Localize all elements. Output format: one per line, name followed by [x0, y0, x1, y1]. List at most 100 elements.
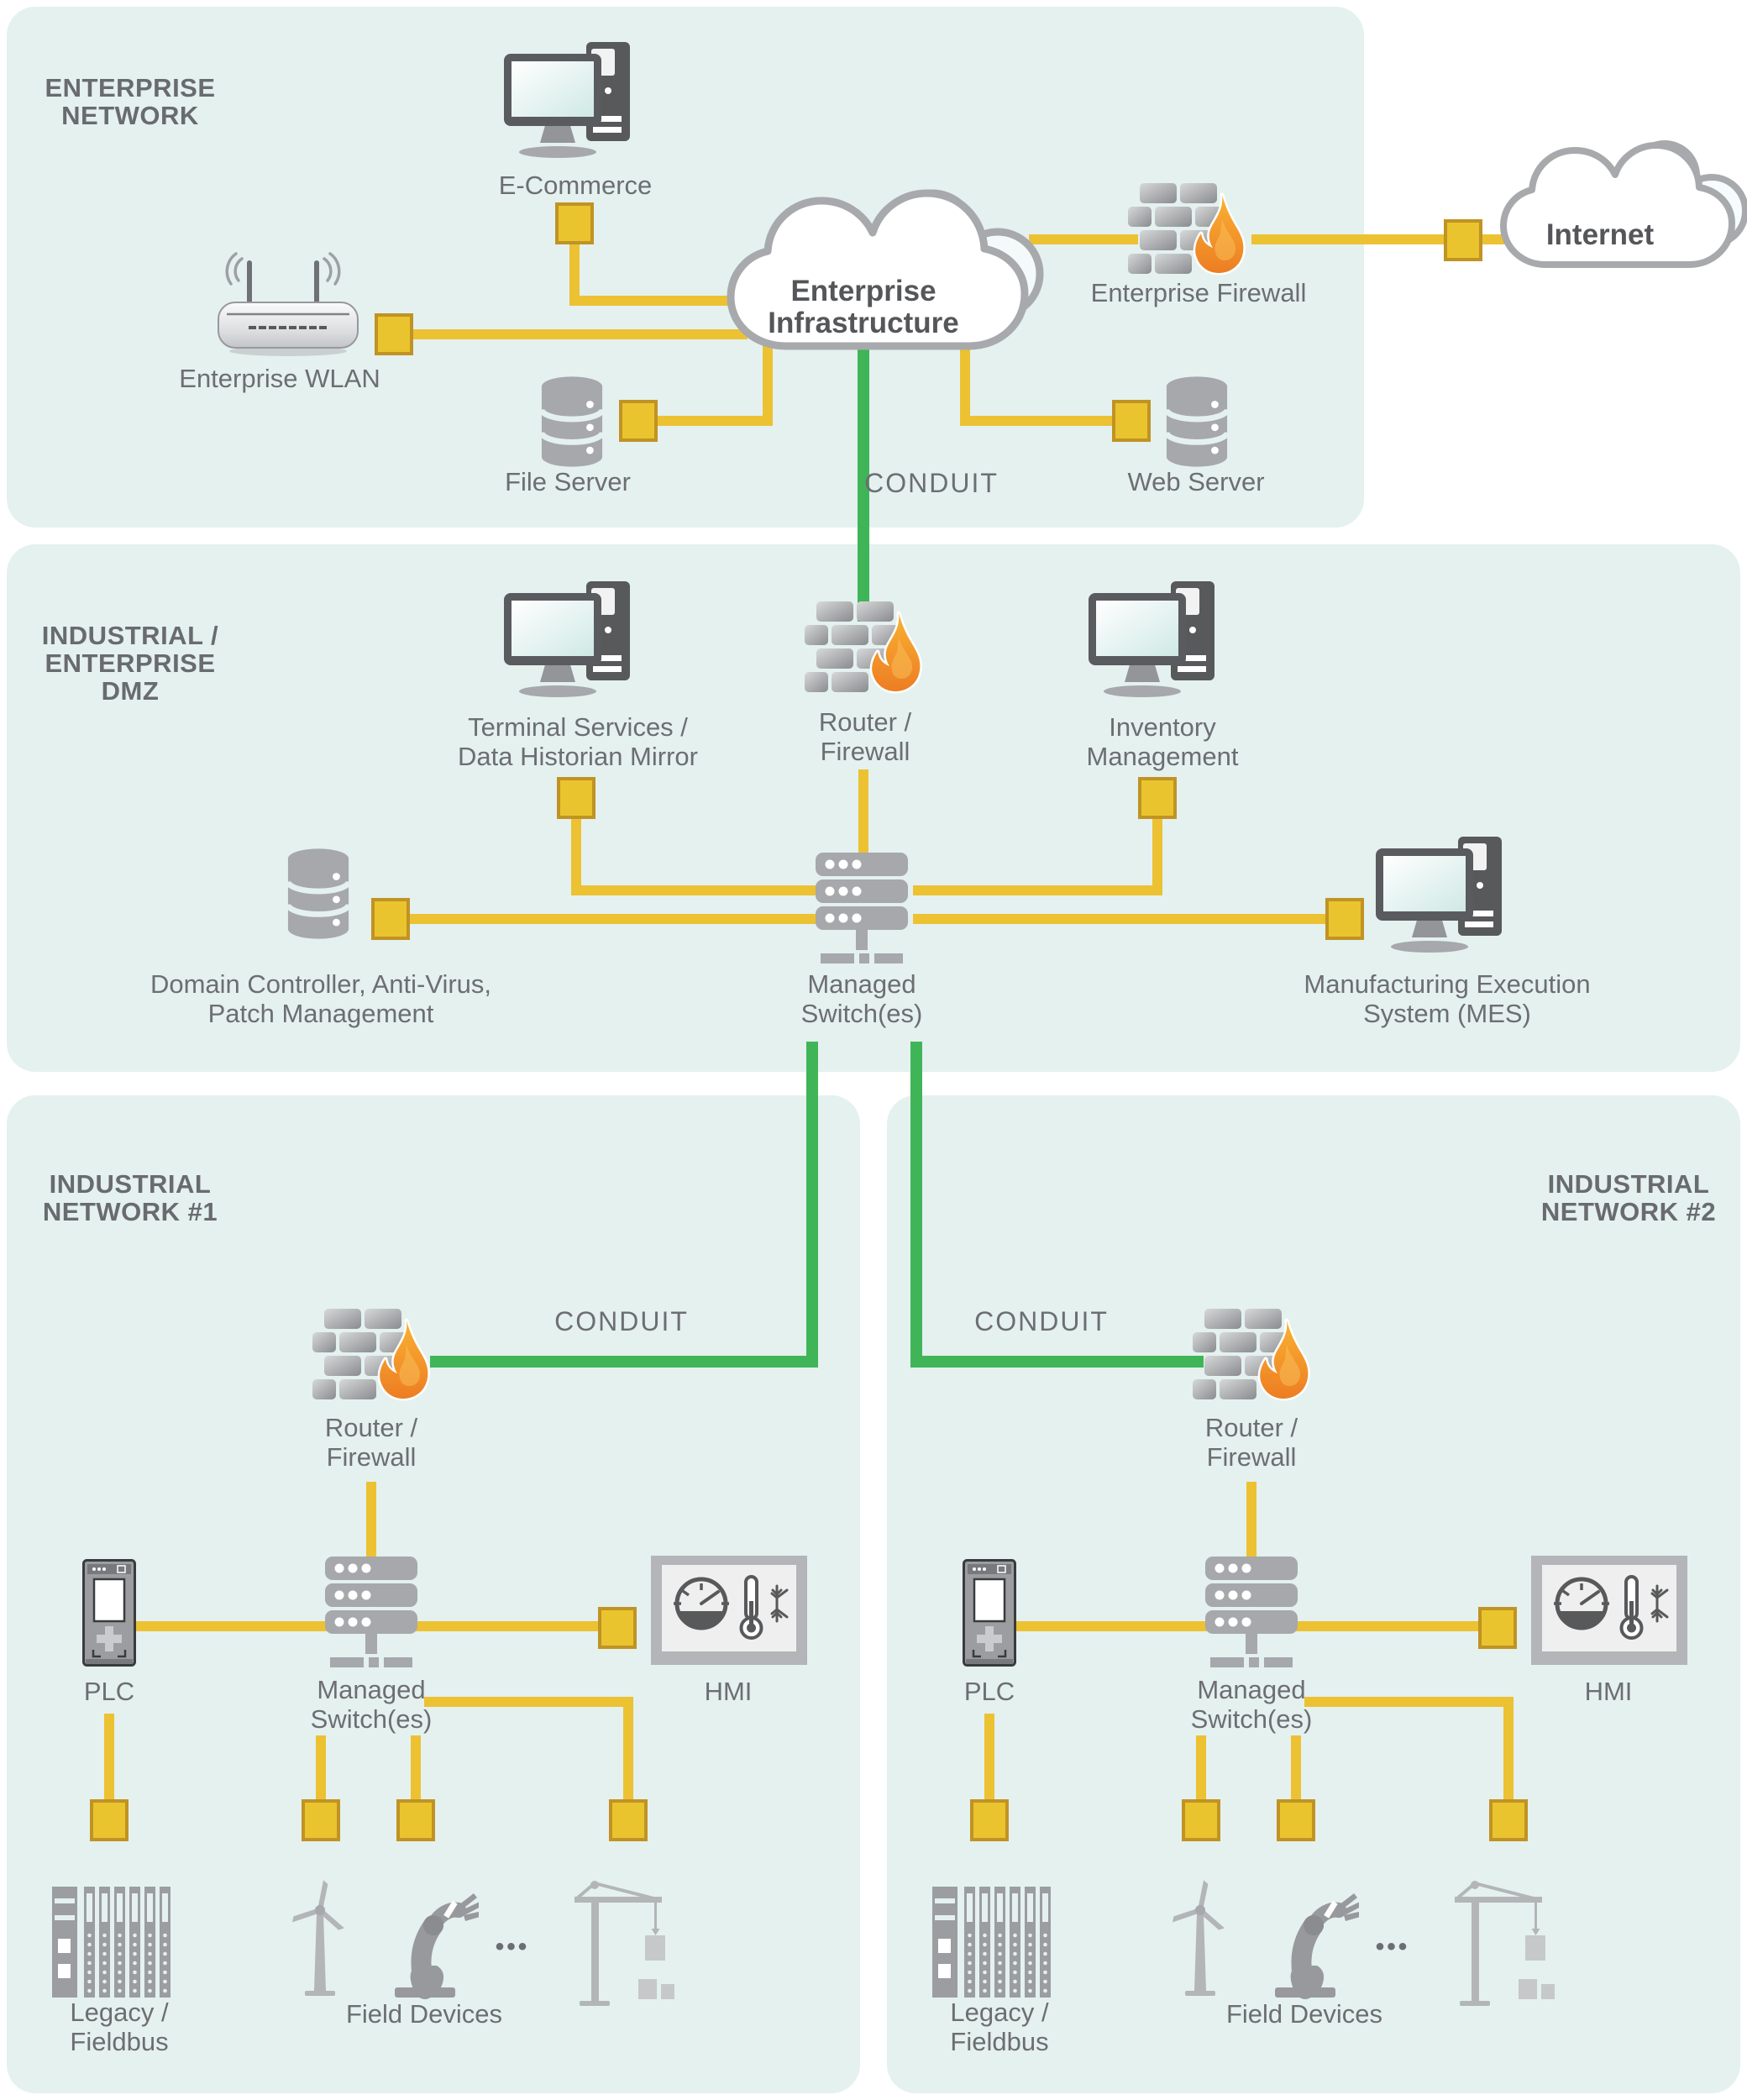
n2-legacy-fieldbus-icon: [932, 1883, 1054, 2001]
n2-crane-icon: [1453, 1880, 1558, 2006]
n1-field-connector-1: [90, 1799, 129, 1841]
ecommerce-connector: [555, 202, 594, 244]
n1-plc-down-link: [104, 1714, 114, 1806]
node-label-line: Firewall: [1206, 1442, 1297, 1472]
node-label-line: Legacy /: [950, 1998, 1049, 2027]
node-label-line: Fieldbus: [70, 2027, 169, 2056]
fileserver-link-h: [655, 416, 773, 426]
node-label-line: Legacy /: [70, 1998, 169, 2027]
wlan-label: Enterprise WLAN: [179, 364, 380, 393]
n2-hmi-label: HMI: [1584, 1677, 1633, 1706]
enterprise-section-label: ENTERPRISE NETWORK: [4, 74, 256, 129]
n2-field-devices-label: Field Devices: [1225, 1999, 1383, 2029]
n2-robot-arm-icon: [1250, 1873, 1359, 1999]
n1-firewall-switch-link: [366, 1482, 376, 1566]
dmz-section-label: INDUSTRIAL / ENTERPRISE DMZ: [4, 622, 256, 705]
section-label-line: NETWORK #1: [42, 1197, 218, 1226]
conduit-net1-h: [430, 1356, 818, 1368]
cloud-label-line: Infrastructure: [768, 307, 959, 339]
node-label-line: System (MES): [1363, 999, 1531, 1028]
n2-plc-icon: [963, 1559, 1016, 1667]
mes-link-h: [913, 914, 1329, 924]
n1-hmi-connector: [598, 1607, 637, 1649]
n2-right-link-h: [1304, 1697, 1509, 1707]
dmz-managed-switch-icon: [816, 853, 908, 963]
n1-switch-down-link-a: [316, 1735, 326, 1806]
n2-firewall-switch-link: [1246, 1482, 1256, 1566]
n1-hmi-icon: [651, 1556, 807, 1665]
node-label-line: Managed: [1197, 1675, 1306, 1704]
n1-hmi-label: HMI: [704, 1677, 753, 1706]
enterprise-firewall-icon: [1128, 183, 1254, 286]
mes-computer-icon: [1376, 837, 1519, 954]
internet-connector: [1444, 219, 1482, 261]
domain-connector: [371, 898, 410, 940]
webserver-link-v: [960, 344, 970, 426]
inventory-link-v: [1152, 816, 1162, 895]
n1-field-devices-ellipsis: •••: [495, 1933, 530, 1961]
section-label-line: INDUSTRIAL: [1547, 1169, 1710, 1199]
node-label-line: Router /: [818, 707, 912, 737]
n1-switch-down-link-b: [411, 1735, 421, 1806]
webserver-label: Web Server: [1127, 467, 1265, 496]
conduit-dmz-net1-v: [806, 1042, 818, 1368]
terminal-connector: [557, 777, 595, 819]
n1-field-devices-label: Field Devices: [345, 1999, 503, 2029]
domain-controller-label: Domain Controller, Anti-Virus, Patch Man…: [128, 969, 514, 1028]
terminal-link-h: [571, 885, 819, 895]
node-label-line: Manufacturing Execution: [1304, 969, 1591, 999]
node-label-line: Switch(es): [800, 999, 923, 1028]
node-label-line: Managed: [317, 1675, 426, 1704]
section-label-line: DMZ: [101, 676, 160, 706]
n1-router-label: Router / Firewall: [287, 1413, 455, 1472]
n1-router-firewall-icon: [312, 1309, 438, 1411]
n2-field-connector-1: [970, 1799, 1009, 1841]
n2-legacy-label: Legacy / Fieldbus: [915, 1998, 1083, 2056]
network2-section-label: INDUSTRIAL NETWORK #2: [1503, 1170, 1747, 1226]
fileserver-link-v: [763, 344, 773, 426]
web-server-icon: [1164, 375, 1230, 469]
node-label-line: Firewall: [326, 1442, 417, 1472]
node-label-line: Router /: [324, 1413, 418, 1442]
n1-right-link-h: [424, 1697, 629, 1707]
conduit-net2-h: [916, 1356, 1204, 1368]
domain-controller-icon: [286, 847, 351, 941]
enterprise-cloud-label: Enterprise Infrastructure: [737, 276, 989, 339]
internet-cloud-icon: [1492, 137, 1747, 278]
n2-hmi-connector: [1478, 1607, 1517, 1649]
n1-crane-icon: [573, 1880, 678, 2006]
n2-router-firewall-icon: [1193, 1309, 1319, 1411]
n2-switch-down-link-b: [1291, 1735, 1301, 1806]
n1-field-connector-4: [609, 1799, 648, 1841]
mes-connector: [1325, 898, 1364, 940]
n1-managed-switch-icon: [325, 1557, 417, 1667]
conduit-network1-label: CONDUIT: [554, 1306, 689, 1336]
file-server-icon: [539, 375, 605, 469]
section-label-line: INDUSTRIAL /: [41, 621, 219, 650]
cloud-firewall-link: [1029, 234, 1138, 244]
n2-hmi-icon: [1531, 1556, 1687, 1665]
n2-managed-switch-icon: [1205, 1557, 1298, 1667]
n1-plc-label: PLC: [83, 1677, 135, 1706]
n2-plc-label: PLC: [963, 1677, 1015, 1706]
node-label-line: Router /: [1204, 1413, 1298, 1442]
inventory-link-h: [913, 885, 1162, 895]
node-label-line: Patch Management: [207, 999, 434, 1028]
dmz-firewall-switch-link: [858, 769, 868, 858]
section-label-line: NETWORK: [61, 101, 199, 130]
webserver-connector: [1112, 400, 1151, 442]
n1-plc-icon: [82, 1559, 136, 1667]
terminal-services-label: Terminal Services / Data Historian Mirro…: [427, 712, 729, 771]
inventory-label: Inventory Management: [1036, 712, 1288, 771]
wlan-router-icon: [217, 250, 359, 360]
n1-legacy-fieldbus-icon: [52, 1883, 174, 2001]
n2-switch-label: Managed Switch(es): [1167, 1675, 1335, 1734]
fileserver-connector: [619, 400, 658, 442]
conduit-enterprise-dmz: [858, 344, 869, 622]
section-label-line: ENTERPRISE: [45, 73, 216, 102]
terminal-link-v: [571, 816, 581, 895]
n2-right-link-v: [1503, 1697, 1514, 1806]
node-label-line: Firewall: [820, 737, 910, 766]
conduit-enterprise-label: CONDUIT: [864, 468, 999, 498]
